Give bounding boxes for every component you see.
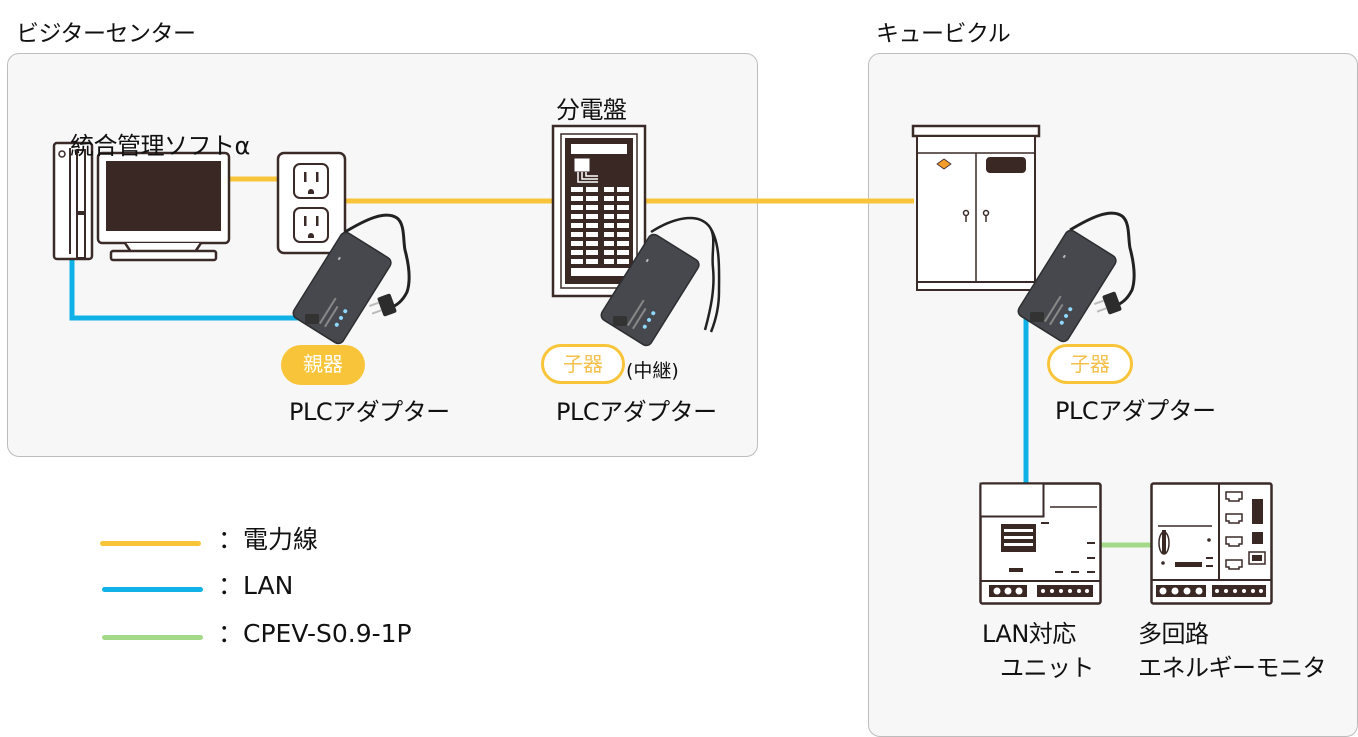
- plc-adapter-parent-label: PLCアダプター: [289, 398, 450, 426]
- legend-label-cpev: ：CPEV-S0.9-1P: [218, 619, 412, 648]
- plc-adapter-relay-icon: [600, 216, 721, 347]
- energy-monitor-label-line2: エネルギーモニタ: [1138, 654, 1327, 682]
- lan-unit-icon: [979, 482, 1102, 605]
- energy-monitor-label-line1: 多回路: [1138, 620, 1209, 648]
- plc-adapter-child-label: PLCアダプター: [1055, 397, 1216, 425]
- legend-label-power: ：電力線: [218, 525, 319, 554]
- legend-swatch-lan: [102, 587, 203, 592]
- cubicle-cabinet-icon: [911, 124, 1041, 291]
- pc-tower-icon: [52, 141, 94, 261]
- relay-child-badge: 子器: [541, 344, 625, 384]
- child-badge: 子器: [1047, 344, 1133, 384]
- distribution-board-icon: [551, 124, 647, 298]
- plc-adapter-relay-label: PLCアダプター: [556, 398, 717, 426]
- socket-bottom: [293, 207, 329, 243]
- legend-swatch-cpev: [102, 635, 203, 640]
- parent-badge: 親器: [281, 345, 365, 385]
- energy-monitor-icon: [1150, 482, 1273, 605]
- socket-top: [293, 163, 329, 199]
- lan-unit-label-line2: ユニット: [1000, 654, 1095, 682]
- relay-note: (中継): [626, 360, 679, 382]
- cubicle-title: キュービクル: [876, 21, 1011, 47]
- breakers: [571, 187, 629, 276]
- legend: ：電力線 ：LAN ：CPEV-S0.9-1P: [100, 520, 460, 650]
- plc-adapter-parent-icon: [292, 213, 411, 345]
- legend-swatch-power: [100, 541, 201, 546]
- rj45-ports: [1225, 491, 1243, 570]
- wall-outlet-icon: [276, 151, 347, 255]
- lan-line-pc-adapter: [69, 260, 300, 321]
- door-locks: [962, 209, 990, 222]
- visitor-center-title: ビジターセンター: [16, 21, 196, 47]
- software-label: 統合管理ソフトα: [70, 132, 250, 160]
- distribution-board-label: 分電盤: [556, 96, 627, 124]
- legend-label-lan: ：LAN: [218, 571, 294, 600]
- plc-adapter-child-icon: [1017, 211, 1136, 343]
- monitor-icon: [96, 151, 231, 262]
- lan-unit-label-line1: LAN対応: [982, 620, 1076, 648]
